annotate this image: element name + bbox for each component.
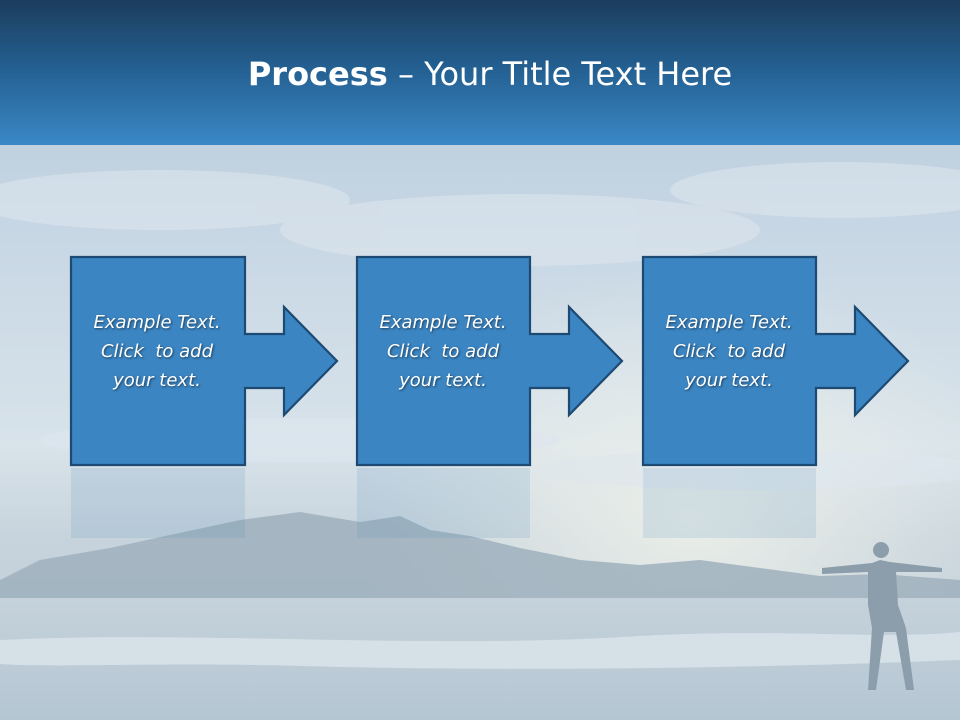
- step-reflections: [71, 468, 816, 538]
- step-line: your text.: [399, 370, 487, 391]
- process-step-2[interactable]: [355, 255, 627, 469]
- slide-title[interactable]: Process – Your Title Text Here: [0, 52, 960, 96]
- step-line: your text.: [113, 370, 201, 391]
- step-line: Example Text.: [93, 312, 221, 333]
- step-2-text[interactable]: Example Text. Click to add your text.: [357, 308, 529, 395]
- step-line: Click to add: [100, 341, 213, 362]
- step-line: Example Text.: [665, 312, 793, 333]
- shore-highlight: [0, 632, 960, 669]
- hills: [0, 512, 960, 610]
- person-silhouette: [822, 542, 942, 690]
- title-bold: Process: [247, 55, 388, 93]
- step-1-text[interactable]: Example Text. Click to add your text.: [71, 308, 243, 395]
- title-rest: – Your Title Text Here: [387, 55, 733, 93]
- step-line: Click to add: [386, 341, 499, 362]
- header-bar: [0, 0, 960, 145]
- step-3-text[interactable]: Example Text. Click to add your text.: [643, 308, 815, 395]
- step-line: your text.: [685, 370, 773, 391]
- process-step-1[interactable]: [69, 255, 341, 469]
- process-step-3[interactable]: [641, 255, 913, 469]
- step-line: Click to add: [672, 341, 785, 362]
- step-line: Example Text.: [379, 312, 507, 333]
